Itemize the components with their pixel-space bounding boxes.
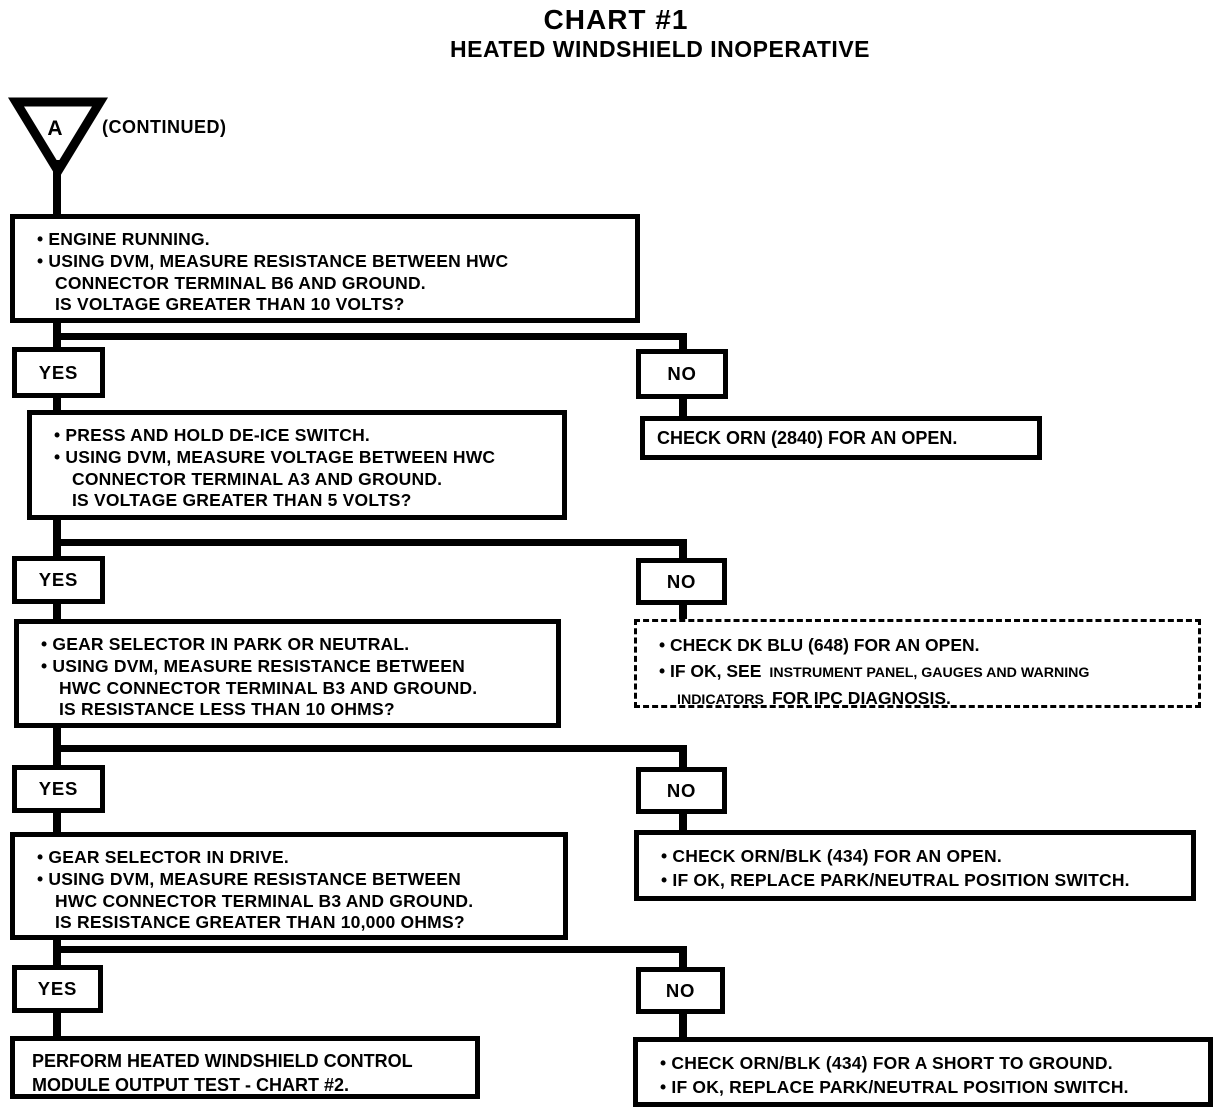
action-line: • CHECK DK BLU (648) FOR AN OPEN. [659, 635, 980, 655]
action-line: • IF OK, REPLACE PARK/NEUTRAL POSITION S… [661, 870, 1130, 890]
no-box-2: NO [636, 558, 727, 605]
question-box-2: • PRESS AND HOLD DE-ICE SWITCH. • USING … [27, 410, 567, 520]
question-line: • USING DVM, MEASURE RESISTANCE BETWEEN [37, 868, 461, 889]
flow-line [679, 811, 687, 833]
action-line: PERFORM HEATED WINDSHIELD CONTROL [32, 1051, 413, 1071]
question-line: • GEAR SELECTOR IN DRIVE. [37, 847, 289, 867]
question-line: IS VOLTAGE GREATER THAN 10 VOLTS? [55, 294, 405, 315]
manual-section-reference: INDICATORS [677, 692, 764, 708]
action-text: • IF OK, SEE [659, 660, 762, 681]
manual-section-reference: INSTRUMENT PANEL, GAUGES AND WARNING [769, 664, 1090, 681]
flow-line [53, 745, 687, 752]
question-line: • GEAR SELECTOR IN PARK OR NEUTRAL. [41, 634, 410, 654]
flow-line [53, 395, 61, 413]
flow-line [679, 539, 687, 561]
question-box-4: • GEAR SELECTOR IN DRIVE. • USING DVM, M… [10, 832, 568, 940]
flow-line [53, 936, 61, 952]
flow-line [53, 160, 61, 216]
action-line: • CHECK ORN/BLK (434) FOR A SHORT TO GRO… [660, 1053, 1113, 1073]
question-line: • USING DVM, MEASURE VOLTAGE BETWEEN HWC [54, 446, 496, 467]
flow-line [53, 946, 61, 968]
question-line: IS VOLTAGE GREATER THAN 5 VOLTS? [72, 490, 412, 511]
question-line: • ENGINE RUNNING. [37, 229, 210, 249]
yes-box-4: YES [12, 965, 103, 1013]
question-line: • USING DVM, MEASURE RESISTANCE BETWEEN … [37, 250, 509, 271]
question-box-1: • ENGINE RUNNING. • USING DVM, MEASURE R… [10, 214, 640, 323]
flow-line [679, 602, 687, 622]
flow-line [53, 1010, 61, 1038]
action-line: • IF OK, SEE INSTRUMENT PANEL, GAUGES AND… [637, 659, 1198, 687]
flow-line [53, 745, 61, 768]
question-line: CONNECTOR TERMINAL A3 AND GROUND. [72, 468, 443, 489]
flow-line [53, 946, 687, 953]
flow-line [53, 601, 61, 622]
flow-line [679, 745, 687, 770]
flow-line [679, 396, 687, 419]
no-box-3: NO [636, 767, 727, 814]
action-box-check-dkblu: • CHECK DK BLU (648) FOR AN OPEN. • IF O… [634, 619, 1201, 708]
flow-line [53, 725, 61, 750]
question-box-3: • GEAR SELECTOR IN PARK OR NEUTRAL. • US… [14, 619, 561, 728]
yes-box-1: YES [12, 347, 105, 398]
flow-line [53, 810, 61, 835]
flow-line [53, 517, 61, 543]
entry-label: A [47, 117, 62, 140]
action-box-check-ornblk-open: • CHECK ORN/BLK (434) FOR AN OPEN. • IF … [634, 830, 1196, 901]
yes-box-3: YES [12, 765, 105, 813]
chart-title: CHART #1 [543, 4, 689, 35]
question-line: HWC CONNECTOR TERMINAL B3 AND GROUND. [59, 677, 478, 698]
flow-line [679, 1011, 687, 1039]
flow-line [53, 321, 61, 341]
action-box-check-orn: CHECK ORN (2840) FOR AN OPEN. [640, 416, 1042, 460]
no-box-4: NO [636, 967, 725, 1014]
no-box-1: NO [636, 349, 728, 399]
chart-subtitle: HEATED WINDSHIELD INOPERATIVE [450, 36, 870, 62]
action-line: • CHECK ORN/BLK (434) FOR AN OPEN. [661, 846, 1002, 866]
action-box-check-ornblk-short: • CHECK ORN/BLK (434) FOR A SHORT TO GRO… [633, 1037, 1213, 1107]
continuation-triangle-icon: A [7, 97, 109, 180]
question-line: IS RESISTANCE GREATER THAN 10,000 OHMS? [55, 912, 465, 933]
continued-note: (CONTINUED) [102, 117, 227, 137]
question-line: • USING DVM, MEASURE RESISTANCE BETWEEN [41, 655, 465, 676]
flow-line [679, 333, 687, 352]
action-line: INDICATORS FOR IPC DIAGNOSIS. [637, 686, 1198, 714]
flow-line [53, 333, 687, 340]
flow-line [679, 946, 687, 970]
yes-box-2: YES [12, 556, 105, 604]
action-box-perform-output-test: PERFORM HEATED WINDSHIELD CONTROL MODULE… [10, 1036, 480, 1099]
question-line: CONNECTOR TERMINAL B6 AND GROUND. [55, 272, 426, 293]
question-line: HWC CONNECTOR TERMINAL B3 AND GROUND. [55, 890, 474, 911]
flow-line [53, 539, 687, 546]
question-line: IS RESISTANCE LESS THAN 10 OHMS? [59, 699, 395, 720]
action-line: MODULE OUTPUT TEST - CHART #2. [32, 1074, 350, 1095]
flow-line [53, 333, 61, 349]
action-text: FOR IPC DIAGNOSIS. [771, 688, 951, 708]
question-line: • PRESS AND HOLD DE-ICE SWITCH. [54, 425, 370, 445]
action-line: • IF OK, REPLACE PARK/NEUTRAL POSITION S… [660, 1077, 1129, 1097]
flow-line [53, 539, 61, 559]
